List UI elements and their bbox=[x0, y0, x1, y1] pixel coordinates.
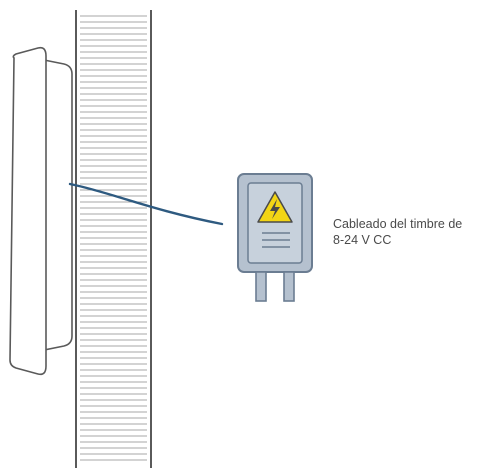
high-voltage-warning-icon bbox=[257, 191, 293, 223]
wall-hatching bbox=[80, 15, 147, 461]
doorbell-camera-device bbox=[9, 46, 73, 376]
transformer-prong-left bbox=[255, 271, 267, 302]
power-transformer-icon bbox=[237, 173, 313, 302]
transformer-prong-right bbox=[283, 271, 295, 302]
doorbell-wire bbox=[68, 182, 224, 226]
wall bbox=[75, 10, 152, 468]
transformer-inner-panel bbox=[247, 182, 303, 264]
lightning-bolt bbox=[270, 199, 280, 219]
caption-line-1: Cableado del timbre de bbox=[333, 217, 463, 231]
device-body bbox=[9, 46, 47, 376]
caption-line-2: 8-24 V CC bbox=[333, 233, 392, 247]
wiring-caption: Cableado del timbre de 8-24 V CC bbox=[333, 216, 501, 248]
device-back-plate bbox=[43, 59, 73, 351]
